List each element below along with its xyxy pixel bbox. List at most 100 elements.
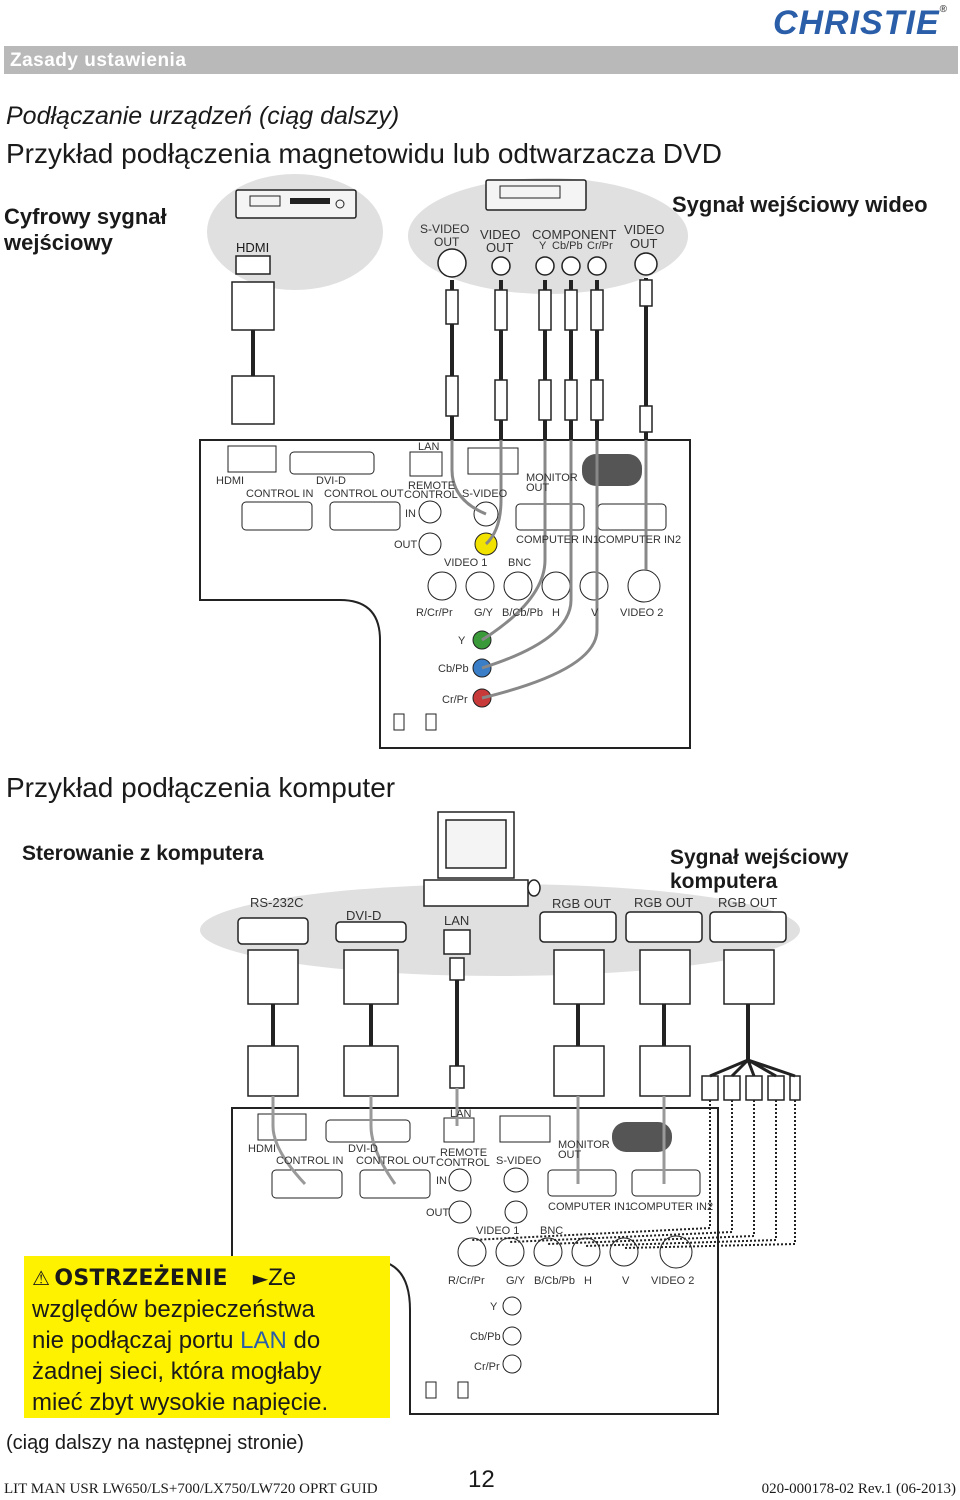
warning-icon: ⚠ xyxy=(32,1266,50,1290)
panel-y-label: Y xyxy=(458,635,466,647)
video-out2-label-2: OUT xyxy=(630,236,658,251)
panel2-v-label: V xyxy=(622,1275,630,1287)
panel2-svideo-label: S-VIDEO xyxy=(496,1155,542,1167)
warning-line-2: względów bezpieczeństwa xyxy=(32,1296,315,1323)
panel2-cbpb-label: Cb/Pb xyxy=(470,1331,501,1343)
section-bar: Zasady ustawienia xyxy=(4,46,958,74)
panel2-video2-label: VIDEO 2 xyxy=(651,1275,695,1287)
panel2-hdmi-label: HDMI xyxy=(248,1143,277,1155)
panel-control-out-label: CONTROL OUT xyxy=(324,488,404,500)
panel2-dvid-label: DVI-D xyxy=(348,1143,378,1155)
cable-connectors xyxy=(247,949,801,1101)
warning-line-3: nie podłączaj portu LAN do xyxy=(32,1327,321,1354)
panel-h-label: H xyxy=(552,607,560,619)
warning-box: ⚠ OSTRZEŻENIE ►Ze względów bezpieczeństw… xyxy=(24,1256,390,1418)
page-number: 12 xyxy=(468,1466,495,1493)
panel2-h-label: H xyxy=(584,1275,592,1287)
panel-bnc-label: BNC xyxy=(508,557,532,569)
video-input-label: Sygnał wejściowy wideo xyxy=(672,192,928,217)
panel-dvid-label: DVI-D xyxy=(316,475,346,487)
panel-in-label: IN xyxy=(405,508,416,520)
panel2-lan-label: LAN xyxy=(450,1108,472,1120)
dvid-port-label: DVI-D xyxy=(346,908,382,923)
vcr-dvd-connection-diagram xyxy=(199,174,691,749)
panel-computer-in2-label: COMPUTER IN2 xyxy=(598,534,682,546)
panel-bcbpb-label: B/Cb/Pb xyxy=(502,607,543,619)
warning-line-1: Ze xyxy=(268,1264,297,1291)
component-y-label: Y xyxy=(539,240,547,252)
panel-video2-label: VIDEO 2 xyxy=(620,607,664,619)
video-out-label-1: VIDEO xyxy=(480,227,521,242)
panel2-computer-in2-label: COMPUTER IN2 xyxy=(630,1201,714,1213)
panel-rcrpr-label: R/Cr/Pr xyxy=(416,607,453,619)
page-subtitle: Podłączanie urządzeń (ciąg dalszy) xyxy=(6,102,400,130)
panel2-rcrpr-label: R/Cr/Pr xyxy=(448,1275,485,1287)
computer-ports xyxy=(237,911,787,955)
computer-cables xyxy=(271,980,750,1066)
panel-cbpb-label: Cb/Pb xyxy=(438,663,469,675)
panel-svideo-label: S-VIDEO xyxy=(462,488,508,500)
panel2-y-label: Y xyxy=(490,1301,498,1313)
section-title: Zasady ustawienia xyxy=(10,50,187,71)
warning-arrow-icon: ► xyxy=(252,1266,269,1290)
page-title: Przykład podłączenia magnetowidu lub odt… xyxy=(6,138,722,169)
panel2-computer-in1-label: COMPUTER IN1 xyxy=(548,1201,632,1213)
cable-plugs xyxy=(445,279,653,433)
panel-v-label: V xyxy=(591,607,599,619)
panel-video1-label: VIDEO 1 xyxy=(444,557,488,569)
footer-doc-id: LIT MAN USR LW650/LS+700/LX750/LW720 OPR… xyxy=(4,1481,378,1497)
panel2-monitor-out-label: OUT xyxy=(558,1149,582,1161)
panel-lan-label: LAN xyxy=(418,441,440,453)
panel2-monitor-label: MONITOR xyxy=(558,1139,610,1151)
panel2-bnc-label: BNC xyxy=(540,1225,564,1237)
panel-cables xyxy=(450,440,648,700)
panel-crpr-label: Cr/Pr xyxy=(442,694,468,706)
computer-section-title: Przykład podłączenia komputer xyxy=(6,772,396,803)
panel-remote-label: REMOTE xyxy=(408,480,456,492)
rs232c-label: RS-232C xyxy=(250,895,304,910)
rgb-out-label-2: RGB OUT xyxy=(634,895,694,910)
bnc-cables xyxy=(471,1100,796,1249)
panel2-video1-label: VIDEO 1 xyxy=(476,1225,520,1237)
warning-line-5: mieć zbyt wysokie napięcie. xyxy=(32,1389,329,1416)
vcr-icon xyxy=(485,179,587,211)
component-cbpb-label: Cb/Pb xyxy=(552,240,583,252)
computer-input-label: Sygnał wejściowy komputera xyxy=(670,846,849,893)
panel2-control-out-label: CONTROL OUT xyxy=(356,1155,436,1167)
panel-computer-in1-label: COMPUTER IN1 xyxy=(516,534,600,546)
video-out-jacks xyxy=(437,248,658,278)
video-device-shadow xyxy=(408,178,688,294)
continued-note: (ciąg dalszy na następnej stronie) xyxy=(6,1432,304,1454)
dvd-player-icon xyxy=(235,189,357,219)
panel-gy-label: G/Y xyxy=(474,607,493,619)
svideo-out-label-1: S-VIDEO xyxy=(420,222,470,236)
footer-revision: 020-000178-02 Rev.1 (06-2013) xyxy=(761,1481,956,1497)
lan-port-label: LAN xyxy=(444,913,470,928)
component-label: COMPONENT xyxy=(532,227,617,242)
panel2-remote-label: REMOTE xyxy=(440,1147,488,1159)
panel-control-in-label: CONTROL IN xyxy=(246,488,314,500)
panel-2-cables xyxy=(271,1088,666,1186)
panel-monitor-out-label: OUT xyxy=(526,482,550,494)
panel-monitor-label: MONITOR xyxy=(526,472,578,484)
panel-control-label: CONTROL xyxy=(404,489,458,501)
warning-title: OSTRZEŻENIE xyxy=(54,1266,228,1291)
panel2-in-label: IN xyxy=(436,1175,447,1187)
hdmi-cable xyxy=(231,255,275,425)
rgb-out-label-1: RGB OUT xyxy=(552,896,612,911)
svideo-out-label-2: OUT xyxy=(434,235,460,249)
panel2-crpr-label: Cr/Pr xyxy=(474,1361,500,1373)
bnc-split xyxy=(709,1058,796,1078)
panel2-control-label: CONTROL xyxy=(436,1157,490,1169)
panel-out-label: OUT xyxy=(394,539,418,551)
rgb-out-label-3: RGB OUT xyxy=(718,895,778,910)
panel2-out-label: OUT xyxy=(426,1207,450,1219)
panel2-bcbpb-label: B/Cb/Pb xyxy=(534,1275,575,1287)
component-crpr-label: Cr/Pr xyxy=(587,240,613,252)
video-out2-label-1: VIDEO xyxy=(624,222,665,237)
panel2-gy-label: G/Y xyxy=(506,1275,525,1287)
warning-line-4: żadnej sieci, która mogłaby xyxy=(32,1358,322,1385)
hdmi-label: HDMI xyxy=(236,240,270,255)
panel2-control-in-label: CONTROL IN xyxy=(276,1155,344,1167)
digital-input-label-2: wejściowy xyxy=(4,230,113,255)
